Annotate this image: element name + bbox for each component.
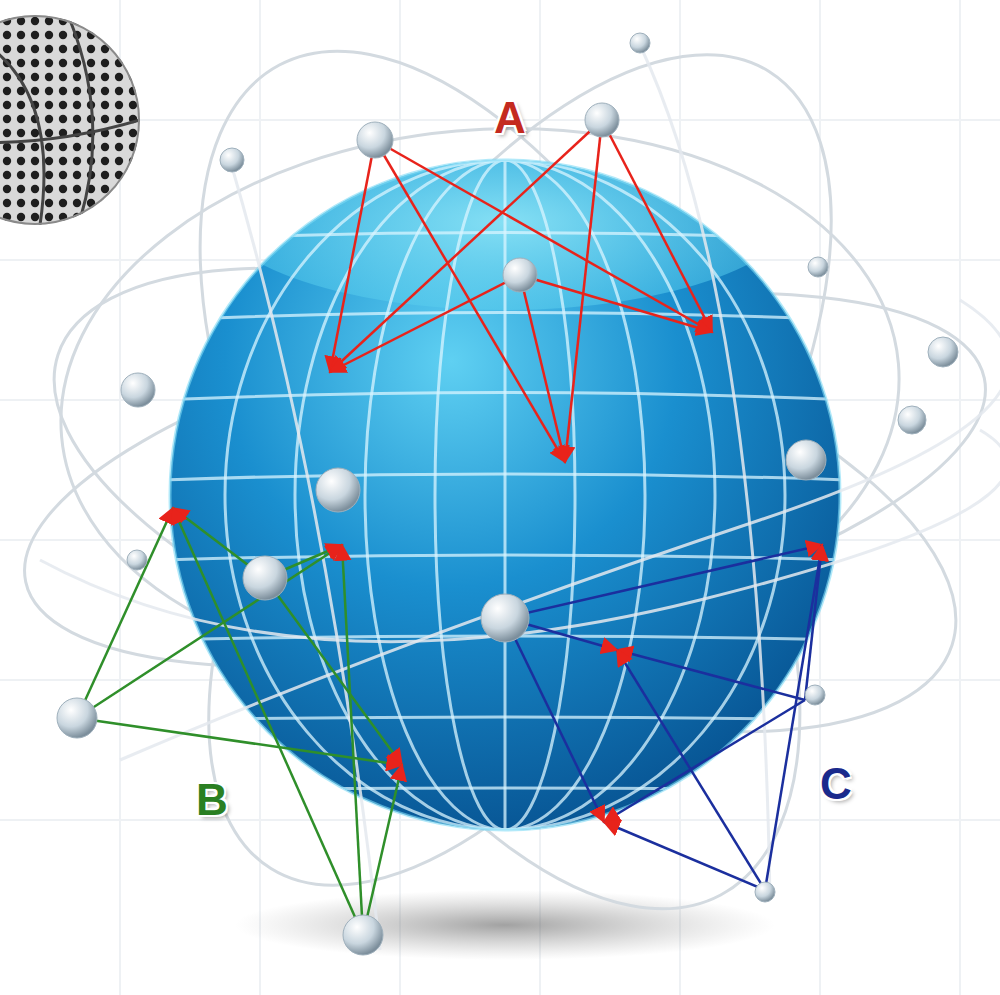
globe-shadow: [235, 890, 775, 960]
group-b-arrows-part: [265, 578, 402, 765]
group-a-arrows-part: [330, 275, 520, 372]
satellites-part: [928, 337, 958, 367]
group-b-arrows-part: [363, 765, 402, 935]
orbits-front-part: [230, 160, 380, 950]
group-c-arrows-part: [505, 545, 822, 618]
orbits-front-part: [640, 45, 770, 900]
globe-grid-part-part: [225, 160, 785, 830]
globe-grid-part-part: [504, 150, 507, 840]
group-c-arrows: [505, 545, 822, 890]
satellites-part: [121, 373, 155, 407]
perforated-sphere-part: [0, 20, 140, 225]
group-c-arrows-part: [805, 545, 822, 700]
group-b-arrows-part: [77, 545, 342, 718]
satellites-part: [357, 122, 393, 158]
satellites-part: [805, 685, 825, 705]
group-label: A: [494, 96, 526, 140]
globe-grid: [160, 90, 850, 840]
group-a-arrows-part: [520, 275, 712, 332]
satellites-part: [808, 257, 828, 277]
satellites-part: [316, 468, 360, 512]
satellites-part: [630, 33, 650, 53]
globe-grid-part-part: [365, 160, 645, 830]
perforated-sphere: [0, 15, 140, 225]
satellites-part: [503, 258, 537, 292]
orbits-front-part: [40, 430, 1000, 642]
orbits-front-part: [120, 300, 1000, 760]
group-b-arrows-part: [173, 508, 363, 935]
group-c-arrows-part: [604, 700, 805, 822]
orbits-back-part: [84, 0, 955, 985]
globe-grid-part-part: [295, 160, 715, 830]
group-b-arrows-part: [342, 545, 363, 935]
perforated-sphere-part: [0, 15, 140, 225]
group-a-arrows-part: [330, 120, 602, 372]
group-c-arrows-part: [617, 650, 765, 890]
satellites: [57, 33, 958, 955]
satellites-part: [57, 698, 97, 738]
group-label: B: [196, 778, 228, 822]
satellites-part: [585, 103, 619, 137]
group-a-arrows: [330, 120, 712, 462]
satellites-part: [243, 556, 287, 600]
satellites-part: [786, 440, 826, 480]
satellites-part: [898, 406, 926, 434]
orbits-back-part: [76, 0, 923, 995]
satellites-part: [127, 550, 147, 570]
perforated-sphere-part: [0, 15, 140, 225]
satellites-part: [220, 148, 244, 172]
group-label: C: [820, 762, 852, 806]
globe-grid-part-part: [435, 160, 575, 830]
group-c-arrows-part: [604, 822, 765, 890]
satellites-part: [481, 594, 529, 642]
group-b-arrows: [77, 508, 402, 935]
group-c-arrows-part: [765, 545, 822, 890]
orbits-front: [40, 45, 1000, 950]
satellites-part: [343, 915, 383, 955]
group-c-arrows-part: [505, 618, 604, 822]
group-a-arrows-part: [602, 120, 712, 332]
group-c-arrows-part: [617, 650, 805, 700]
group-a-arrows-part: [520, 275, 565, 462]
satellites-part: [755, 882, 775, 902]
